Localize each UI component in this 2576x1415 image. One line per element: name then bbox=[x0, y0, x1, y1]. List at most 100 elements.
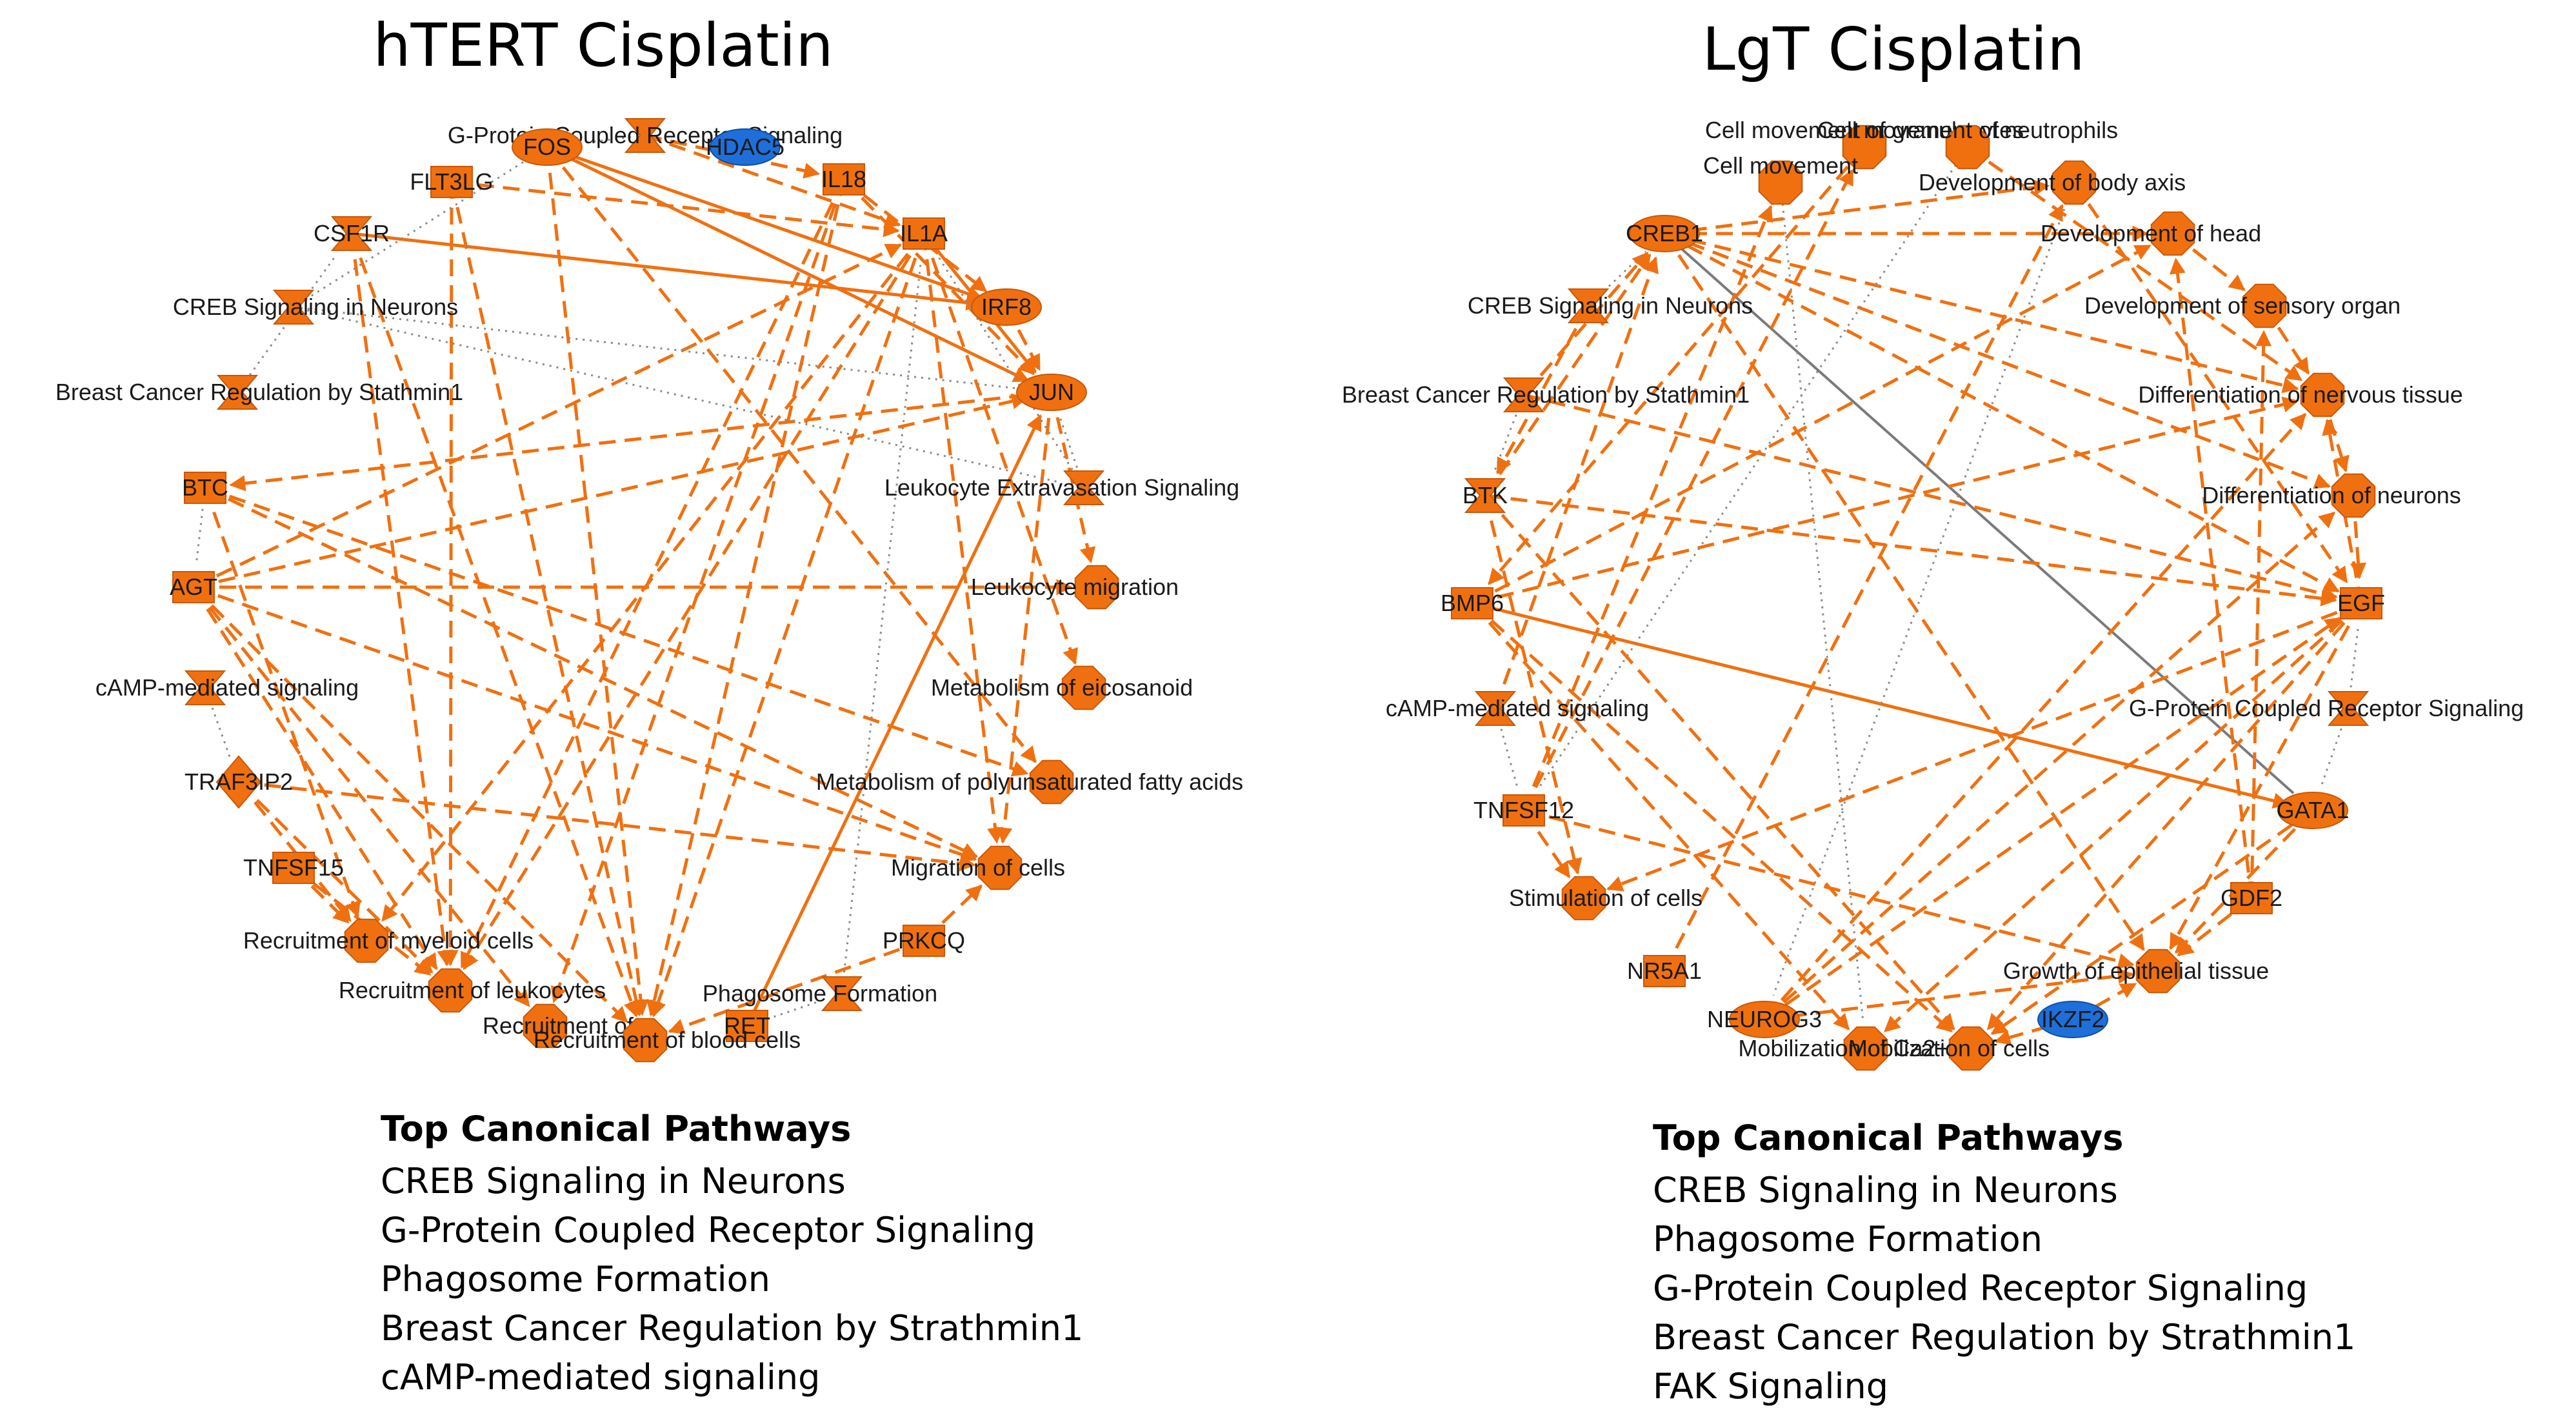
pathway-item: Phagosome Formation bbox=[381, 1259, 770, 1300]
edge-nr5a1-dbody bbox=[1662, 204, 2064, 972]
node-il1a[interactable]: IL1A bbox=[900, 217, 948, 250]
node-label: Differentiation of nervous tissue bbox=[2138, 381, 2463, 408]
node-metabolism-of-eicosanoid[interactable]: Metabolism of eicosanoid bbox=[931, 665, 1193, 710]
edge-traf-rleuk bbox=[237, 781, 434, 974]
edge-csf1r-rblood bbox=[350, 233, 639, 1018]
node-mobilization-of-cells[interactable]: Mobilization of cells bbox=[1848, 1026, 2050, 1071]
pathway-item: CREB Signaling in Neurons bbox=[1653, 1170, 2118, 1210]
node-label: Migration of cells bbox=[891, 854, 1065, 881]
node-growth-of-epithelial-tissue[interactable]: Growth of epithelial tissue bbox=[2003, 948, 2269, 994]
node-nr5a1[interactable]: NR5A1 bbox=[1627, 955, 1702, 987]
edge-tnfsf12-cmove bbox=[1522, 205, 1773, 811]
edge-il18-rblood bbox=[646, 179, 846, 1017]
node-agt[interactable]: AGT bbox=[170, 571, 217, 603]
node-label: Recruitment of myeloid cells bbox=[243, 927, 534, 954]
node-tnfsf15[interactable]: TNFSF15 bbox=[243, 852, 344, 884]
pathway-item: cAMP-mediated signaling bbox=[381, 1357, 821, 1398]
node-label: Phagosome Formation bbox=[703, 980, 937, 1007]
edge-csf1r-rleuk bbox=[350, 233, 454, 967]
node-label: AGT bbox=[170, 574, 217, 600]
node-stimulation-of-cells[interactable]: Stimulation of cells bbox=[1509, 876, 1702, 921]
node-creb-signaling-in-neurons[interactable]: CREB Signaling in Neurons bbox=[1468, 288, 1753, 323]
node-btc[interactable]: BTC bbox=[182, 472, 228, 504]
node-mobilization-of-ca2[interactable]: Mobilization of Ca2+ bbox=[1738, 1026, 1950, 1071]
node-g-protein-coupled-receptor-signaling[interactable]: G-Protein Coupled Receptor Signaling bbox=[2129, 691, 2524, 726]
node-metabolism-of-polyunsaturated-fatty-acids[interactable]: Metabolism of polyunsaturated fatty acid… bbox=[816, 759, 1243, 805]
edge-btc-mpufa bbox=[205, 486, 1029, 777]
node-leukocyte-migration[interactable]: Leukocyte migration bbox=[971, 565, 1179, 610]
node-creb1[interactable]: CREB1 bbox=[1626, 215, 1703, 252]
edge-neurog3-dneur bbox=[1763, 511, 2335, 1021]
node-creb-signaling-in-neurons[interactable]: CREB Signaling in Neurons bbox=[173, 290, 458, 325]
edge-btk-stim bbox=[1483, 495, 1583, 875]
node-label: Mobilization of cells bbox=[1848, 1035, 2050, 1061]
node-phagosome-formation[interactable]: Phagosome Formation bbox=[703, 976, 937, 1011]
edge-bcr-creb1 bbox=[1523, 252, 1649, 396]
node-leukocyte-extravasation-signaling[interactable]: Leukocyte Extravasation Signaling bbox=[884, 470, 1239, 505]
network-edges-htert bbox=[192, 134, 1096, 1034]
node-bmp6[interactable]: BMP6 bbox=[1441, 587, 1504, 619]
node-csf1r[interactable]: CSF1R bbox=[314, 216, 390, 251]
node-neurog3[interactable]: NEUROG3 bbox=[1707, 1001, 1822, 1038]
pathways-header: Top Canonical Pathways bbox=[381, 1109, 852, 1149]
edge-creb1-growth bbox=[1662, 232, 2145, 951]
pathway-item: Phagosome Formation bbox=[1653, 1219, 2042, 1259]
node-gdf2[interactable]: GDF2 bbox=[2221, 882, 2282, 914]
pathway-item: Breast Cancer Regulation by Strathmin1 bbox=[1653, 1317, 2356, 1358]
node-development-of-head[interactable]: Development of head bbox=[2041, 211, 2261, 256]
node-fos[interactable]: FOS bbox=[512, 128, 583, 166]
edge-il1a-migc bbox=[922, 233, 1003, 844]
edge-bcr-egf bbox=[1523, 393, 2338, 601]
node-camp-mediated-signaling[interactable]: cAMP-mediated signaling bbox=[95, 670, 359, 705]
node-label: Recruitment of blood cells bbox=[534, 1027, 801, 1053]
node-prkcq[interactable]: PRKCQ bbox=[883, 925, 965, 957]
node-hdac5[interactable]: HDAC5 bbox=[706, 128, 784, 166]
node-recruitment-of-blood-cells[interactable]: Recruitment of blood cells bbox=[534, 1018, 801, 1063]
edge-neurog3-growth bbox=[1764, 968, 2134, 1021]
node-irf8[interactable]: IRF8 bbox=[971, 288, 1042, 326]
node-label: Recruitment of leukocytes bbox=[339, 977, 606, 1003]
node-il18[interactable]: IL18 bbox=[821, 163, 866, 196]
edge-gdf2-dsens bbox=[2250, 330, 2272, 899]
node-cell-movement[interactable]: Cell movement bbox=[1703, 152, 1858, 205]
edge-egf-mobca bbox=[1883, 602, 2362, 1033]
node-recruitment-of-myeloid-cells[interactable]: Recruitment of myeloid cells bbox=[243, 918, 534, 963]
node-recruitment-of-leukocytes[interactable]: Recruitment of leukocytes bbox=[339, 968, 606, 1013]
node-breast-cancer-regulation-by-stathmin1[interactable]: Breast Cancer Regulation by Stathmin1 bbox=[1342, 377, 1750, 412]
node-camp-mediated-signaling[interactable]: cAMP-mediated signaling bbox=[1386, 691, 1649, 726]
node-jun[interactable]: JUN bbox=[1016, 374, 1087, 411]
edge-jun-btc bbox=[229, 390, 1052, 492]
node-label: BTC bbox=[182, 474, 228, 501]
edge-btk-egf bbox=[1484, 494, 2337, 607]
node-label: NEUROG3 bbox=[1707, 1006, 1822, 1032]
node-development-of-body-axis[interactable]: Development of body axis bbox=[1919, 160, 2186, 205]
node-migration-of-cells[interactable]: Migration of cells bbox=[891, 845, 1065, 890]
node-tnfsf12[interactable]: TNFSF12 bbox=[1473, 794, 1574, 827]
node-egf[interactable]: EGF bbox=[2337, 587, 2385, 619]
node-cell-movement-of-neutrophils[interactable]: Cell movement of neutrophils bbox=[1817, 117, 2118, 170]
pathway-item: G-Protein Coupled Receptor Signaling bbox=[1653, 1268, 2308, 1309]
edge-bmp6-mobca bbox=[1471, 602, 1850, 1030]
edge-creb1-egf bbox=[1663, 232, 2340, 593]
node-label: TRAF3IP2 bbox=[185, 768, 293, 795]
node-label: cAMP-mediated signaling bbox=[1386, 695, 1649, 721]
node-development-of-sensory-organ[interactable]: Development of sensory organ bbox=[2084, 283, 2401, 328]
node-btk[interactable]: BTK bbox=[1463, 478, 1508, 513]
node-differentiation-of-neurons[interactable]: Differentiation of neurons bbox=[2202, 473, 2461, 518]
node-flt3lg[interactable]: FLT3LG bbox=[410, 166, 494, 198]
edge-creb1-dbody bbox=[1664, 179, 2050, 236]
node-traf3ip2[interactable]: TRAF3IP2 bbox=[185, 755, 293, 809]
node-label: HDAC5 bbox=[706, 134, 784, 160]
node-ikzf2[interactable]: IKZF2 bbox=[2037, 1001, 2108, 1038]
node-label: IL1A bbox=[900, 220, 948, 246]
node-breast-cancer-regulation-by-stathmin1[interactable]: Breast Cancer Regulation by Stathmin1 bbox=[55, 375, 463, 410]
node-recruitment-of-c[interactable]: Recruitment of c bbox=[483, 1003, 652, 1049]
edge-gata1-growth bbox=[2174, 809, 2314, 954]
edge-tnfsf12-growth bbox=[1523, 808, 2135, 969]
node-ret[interactable]: RET bbox=[724, 1010, 770, 1042]
node-gata1[interactable]: GATA1 bbox=[2277, 792, 2350, 829]
node-label: FOS bbox=[523, 134, 571, 160]
node-differentiation-of-nervous-tissue[interactable]: Differentiation of nervous tissue bbox=[2138, 372, 2463, 417]
